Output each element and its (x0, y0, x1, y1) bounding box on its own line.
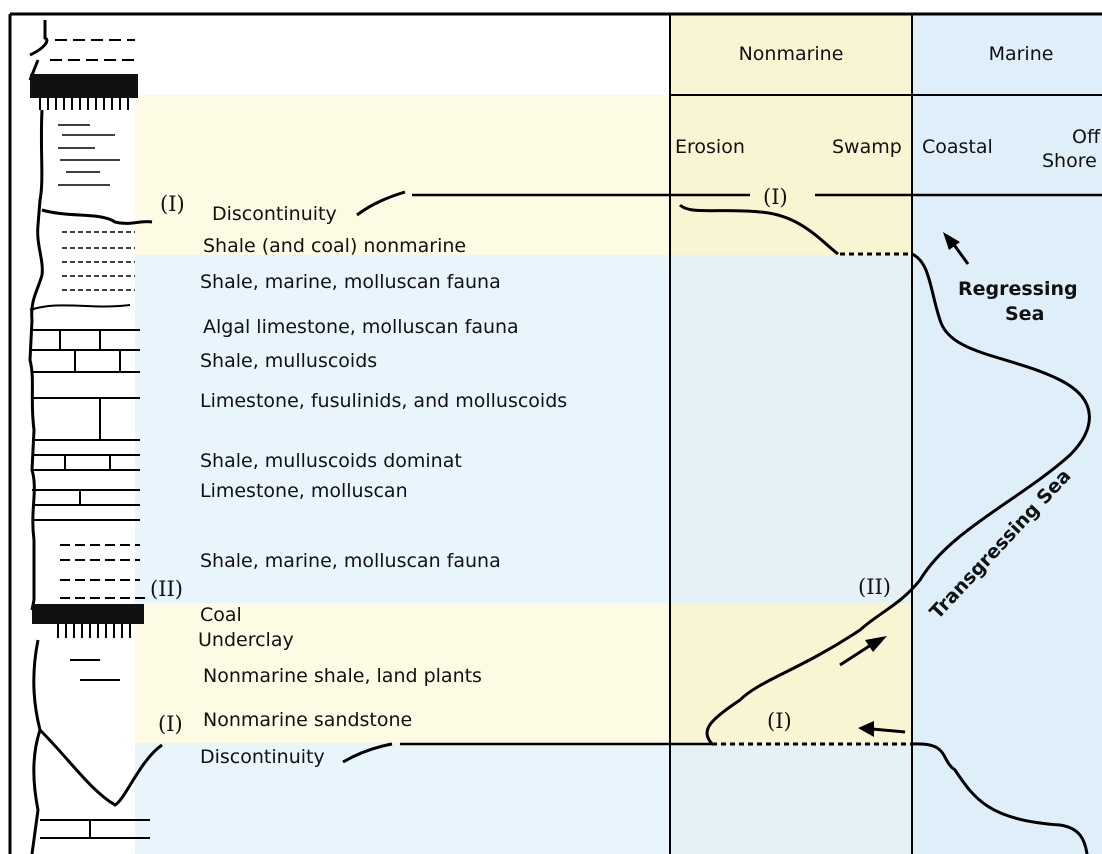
frame (8, 12, 1102, 854)
marker-upper-right: (I) (763, 185, 788, 209)
layer-label: Shale, mulluscoids dominat (200, 450, 462, 472)
layer-label: Limestone, molluscan (200, 480, 408, 502)
layer-label: Limestone, fusulinids, and molluscoids (200, 390, 567, 412)
layer-label: Shale, marine, molluscan fauna (200, 550, 501, 572)
nonmarine-column-marine-overlay-lower (670, 743, 912, 854)
marine-column (912, 14, 1102, 854)
coastal-label: Coastal (922, 136, 993, 158)
marine-band (135, 255, 670, 603)
erosion-label: Erosion (675, 136, 745, 158)
marker-upper-left: (I) (160, 192, 185, 216)
layer-labels: Discontinuity Shale (and coal) nonmarine… (198, 203, 567, 768)
nonmarine-band-lower (135, 603, 670, 743)
nonmarine-column-marine-overlay (670, 255, 912, 603)
marker-lower-left: (I) (158, 712, 183, 736)
coal-bed-upper (30, 74, 138, 98)
layer-label: Shale (and coal) nonmarine (203, 235, 466, 257)
layer-label: Coal (200, 604, 242, 626)
marine-header: Marine (989, 43, 1054, 65)
nonmarine-header: Nonmarine (739, 43, 844, 65)
layer-label: Nonmarine sandstone (203, 709, 412, 731)
layer-label: Shale, mulluscoids (200, 350, 377, 372)
regressing-sea-label-line1: Regressing (958, 278, 1078, 300)
coal-bed-lower (32, 604, 144, 624)
rock-column (28, 20, 163, 854)
layer-label: Discontinuity (212, 203, 337, 225)
offshore-label-line1: Off (1072, 126, 1101, 148)
marker-lower-right: (I) (767, 709, 792, 733)
layer-label: Underclay (198, 629, 294, 651)
nonmarine-band-upper (135, 95, 670, 255)
marker-middle-left: (II) (150, 577, 183, 601)
layer-label: Algal limestone, molluscan fauna (203, 316, 519, 338)
layer-label: Nonmarine shale, land plants (203, 665, 482, 687)
regressing-sea-label-line2: Sea (1005, 303, 1044, 325)
offshore-label-line2: Shore (1042, 150, 1097, 172)
discontinuity-upper (356, 190, 1102, 256)
discontinuity-lower (342, 742, 1089, 854)
swamp-label: Swamp (832, 136, 902, 158)
background-bands (135, 14, 1102, 854)
layer-label: Shale, marine, molluscan fauna (200, 271, 501, 293)
layer-label: Discontinuity (200, 746, 325, 768)
marker-middle-right: (II) (858, 575, 891, 599)
marine-band-lower (135, 743, 670, 854)
sea-curve (705, 232, 1091, 745)
